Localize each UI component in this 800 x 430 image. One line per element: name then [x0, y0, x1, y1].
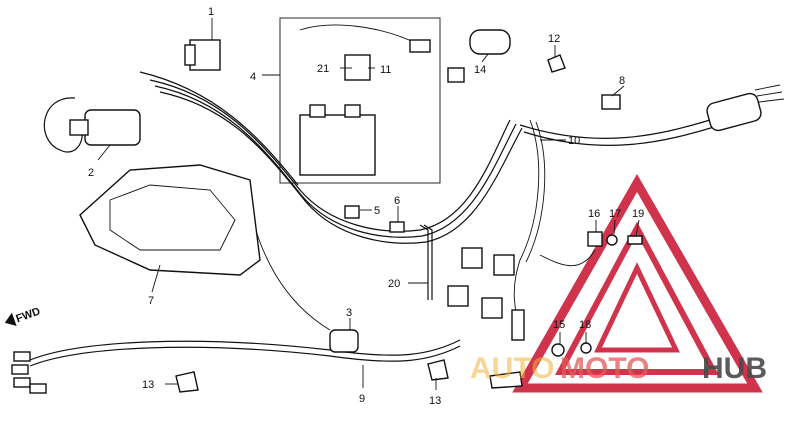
- watermark-logo: [512, 173, 763, 393]
- callout-labels: 1 2 3 4 5 6 7 8 9 10 11 12 13 13 14 15 1…: [88, 6, 644, 407]
- callout-19: 19: [632, 208, 644, 220]
- callout-1: 1: [208, 6, 214, 18]
- part-12-clip: [547, 54, 566, 73]
- callout-11: 11: [380, 64, 391, 76]
- callout-9: 9: [359, 393, 365, 405]
- right-connector: [706, 84, 785, 132]
- callout-4: 4: [250, 71, 256, 83]
- part-13-clamps: [175, 359, 523, 393]
- fwd-arrow: FWD: [4, 305, 42, 326]
- callout-5: 5: [374, 205, 380, 217]
- battery-assembly-box: [279, 17, 441, 184]
- part-7-plate: [79, 164, 261, 276]
- callout-20: 20: [388, 278, 400, 290]
- part-2-ignition-coil: [69, 109, 141, 146]
- callout-16: 16: [588, 208, 600, 220]
- connector-cluster: [447, 247, 525, 341]
- callout-21: 21: [317, 63, 329, 75]
- callout-7: 7: [148, 295, 154, 307]
- callout-17: 17: [609, 208, 621, 220]
- part-3-plug-cap: [329, 329, 359, 353]
- callout-2: 2: [88, 167, 94, 179]
- parts-16-17-19: [539, 231, 643, 267]
- left-connectors: [11, 351, 47, 394]
- callout-15: 15: [553, 319, 565, 331]
- callout-13a: 13: [142, 379, 154, 391]
- callout-10: 10: [568, 135, 580, 147]
- callout-3: 3: [346, 307, 352, 319]
- callout-6: 6: [394, 195, 400, 207]
- parts-5-6: [344, 205, 405, 233]
- watermark-text: AUTO MOTO HUB: [470, 352, 767, 385]
- arrow-left-icon: [4, 312, 17, 326]
- watermark-moto: MOTO: [560, 352, 649, 385]
- parts-15-18: [551, 342, 592, 357]
- part-8-connector: [601, 94, 621, 110]
- callout-13b: 13: [429, 395, 441, 407]
- callout-18: 18: [579, 319, 591, 331]
- fwd-label: FWD: [14, 305, 42, 325]
- callout-12: 12: [548, 33, 560, 45]
- part-14-condenser: [447, 29, 511, 83]
- callout-14: 14: [474, 64, 486, 76]
- watermark-auto: AUTO: [470, 352, 554, 385]
- part-1-relay: [184, 39, 221, 71]
- callout-8: 8: [619, 75, 625, 87]
- leader-lines: [97, 18, 640, 390]
- watermark-hub: HUB: [702, 352, 767, 385]
